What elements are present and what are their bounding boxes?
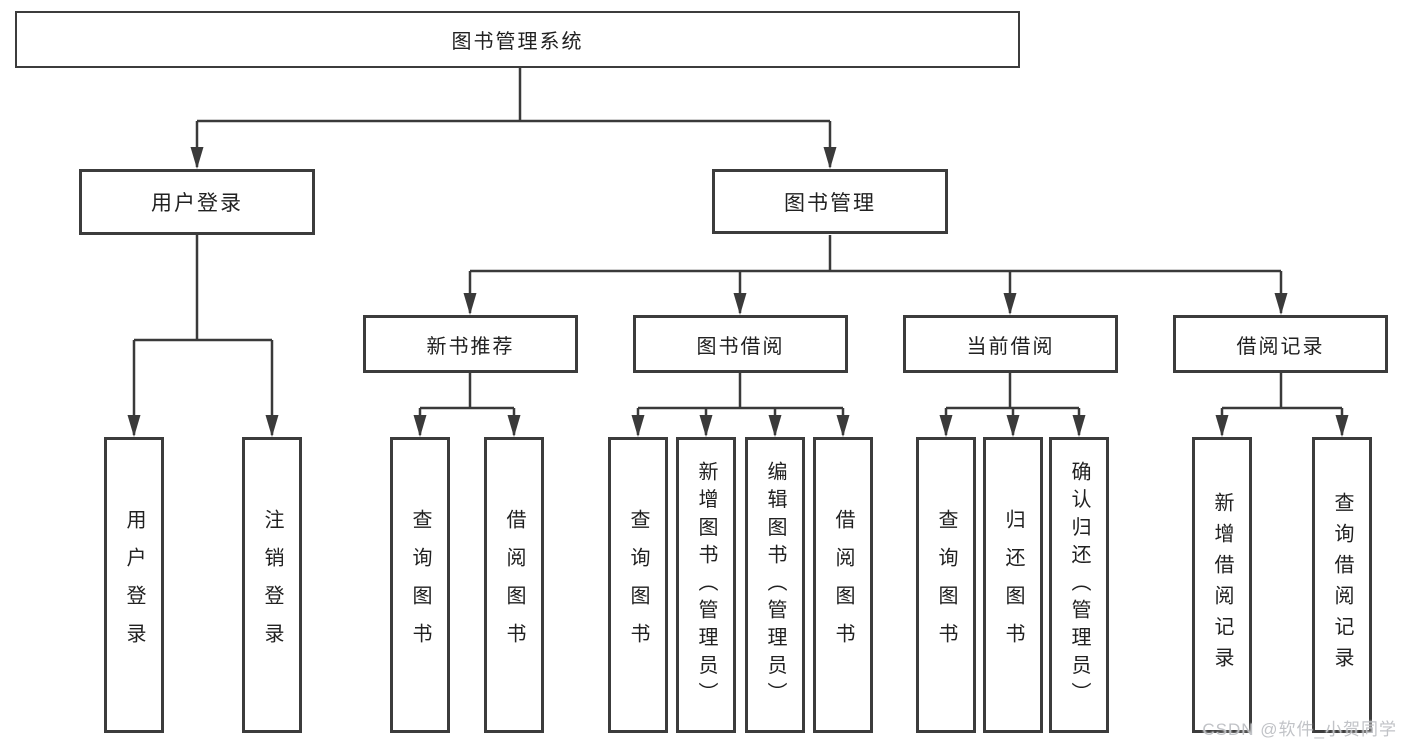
leaf-borrowing-query-books: 查询图书 [608,437,668,733]
node-borrow-records: 借阅记录 [1173,315,1388,373]
node-book-management: 图书管理 [712,169,948,234]
leaf-logout-login: 注销登录 [242,437,302,733]
leaf-recommend-query-books-label: 查询图书 [409,509,431,661]
leaf-recommend-query-books: 查询图书 [390,437,450,733]
leaf-borrowing-borrow-books: 借阅图书 [813,437,873,733]
leaf-borrowing-edit-books-admin-label: 编辑图书（管理员） [764,460,786,710]
node-book-management-label: 图书管理 [784,191,876,215]
node-root: 图书管理系统 [15,11,1020,68]
node-current-borrowing-label: 当前借阅 [966,335,1055,358]
node-new-book-recommend: 新书推荐 [363,315,578,373]
node-root-label: 图书管理系统 [451,31,584,53]
leaf-borrowing-query-books-label: 查询图书 [627,509,649,661]
node-current-borrowing: 当前借阅 [903,315,1118,373]
leaf-records-query-record-label: 查询借阅记录 [1331,492,1353,678]
csdn-watermark: CSDN @软件_小贺同学 [1202,720,1397,739]
leaf-current-query-books-label: 查询图书 [935,509,957,661]
leaf-current-confirm-return-admin-label: 确认归还（管理员） [1068,460,1090,710]
leaf-current-return-books: 归还图书 [983,437,1043,733]
node-new-book-recommend-label: 新书推荐 [426,335,515,358]
leaf-borrowing-borrow-books-label: 借阅图书 [832,509,854,661]
node-book-borrowing: 图书借阅 [633,315,848,373]
leaf-user-login-label: 用户登录 [123,509,145,661]
leaf-borrowing-add-books-admin: 新增图书（管理员） [676,437,736,733]
leaf-recommend-borrow-books: 借阅图书 [484,437,544,733]
node-borrow-records-label: 借阅记录 [1236,335,1325,358]
leaf-borrowing-edit-books-admin: 编辑图书（管理员） [745,437,805,733]
leaf-current-query-books: 查询图书 [916,437,976,733]
leaf-records-query-record: 查询借阅记录 [1312,437,1372,733]
leaf-current-return-books-label: 归还图书 [1002,509,1024,661]
leaf-recommend-borrow-books-label: 借阅图书 [503,509,525,661]
node-user-login-label: 用户登录 [151,192,243,215]
leaf-current-confirm-return-admin: 确认归还（管理员） [1049,437,1109,733]
node-user-login: 用户登录 [79,169,315,235]
leaf-records-add-record: 新增借阅记录 [1192,437,1252,733]
leaf-records-add-record-label: 新增借阅记录 [1211,492,1233,678]
leaf-logout-login-label: 注销登录 [261,509,283,661]
leaf-borrowing-add-books-admin-label: 新增图书（管理员） [695,460,717,710]
node-book-borrowing-label: 图书借阅 [696,335,785,358]
leaf-user-login: 用户登录 [104,437,164,733]
